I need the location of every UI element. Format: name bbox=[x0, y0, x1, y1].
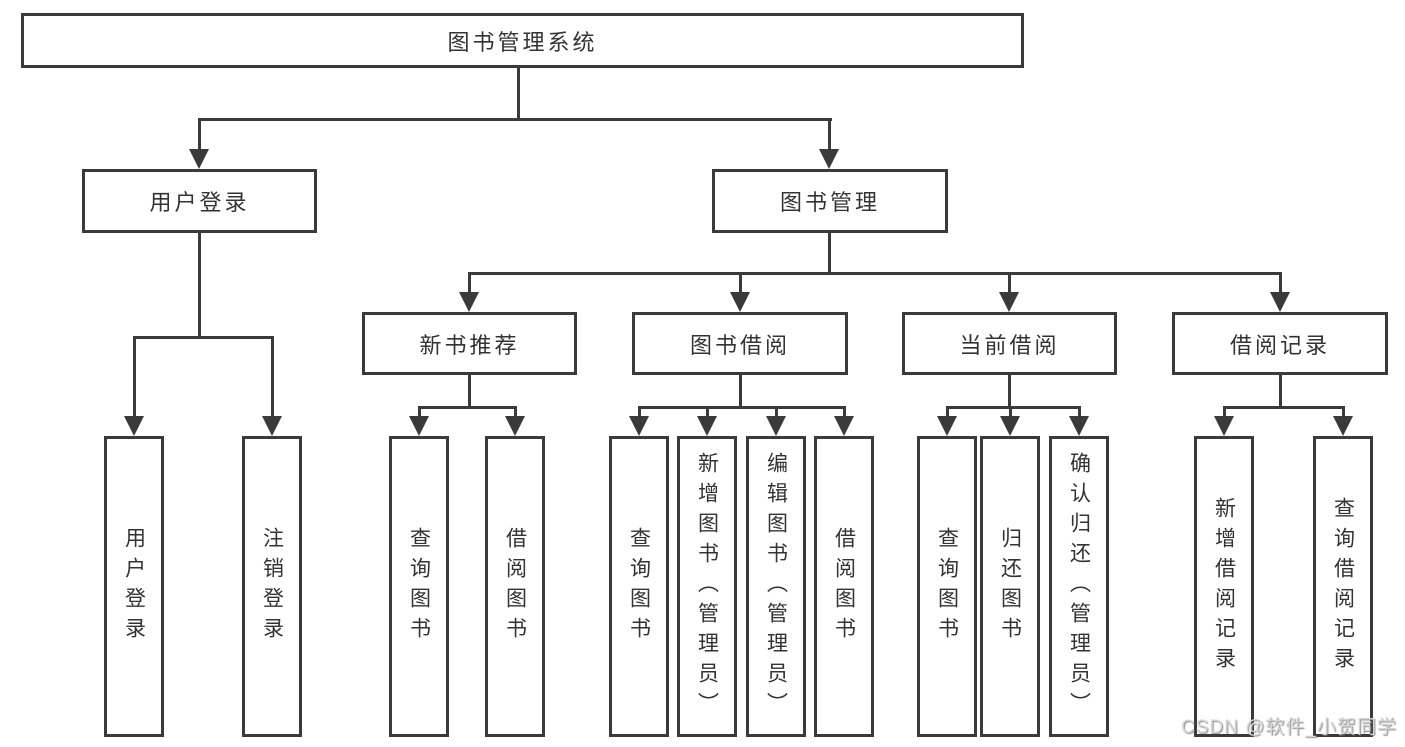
connector-line bbox=[1223, 409, 1226, 416]
leaf-borrowing-query-books: 查询图书 bbox=[609, 436, 669, 737]
arrowhead-icon bbox=[999, 292, 1019, 312]
connector-line bbox=[828, 121, 831, 149]
arrowhead-icon bbox=[262, 416, 282, 436]
connector-line bbox=[739, 275, 742, 292]
node-new-book-recommend: 新书推荐 bbox=[362, 312, 577, 375]
arrowhead-icon bbox=[834, 416, 854, 436]
connector-line bbox=[1223, 406, 1345, 409]
connector-line bbox=[1008, 275, 1011, 292]
connector-line bbox=[468, 272, 1282, 275]
leaf-current-query-books: 查询图书 bbox=[917, 436, 977, 737]
connector-line bbox=[775, 409, 778, 416]
leaf-confirm-return-admin: 确认归还（管理员） bbox=[1049, 436, 1109, 737]
arrowhead-icon bbox=[697, 416, 717, 436]
leaf-borrowing-borrow-books: 借阅图书 bbox=[814, 436, 874, 737]
leaf-add-borrow-record-label: 新增借阅记录 bbox=[1212, 496, 1236, 677]
connector-line bbox=[271, 339, 274, 416]
connector-line bbox=[468, 275, 471, 292]
connector-line bbox=[1008, 375, 1011, 406]
leaf-recommend-query-books: 查询图书 bbox=[389, 436, 449, 737]
connector-line bbox=[946, 406, 1081, 409]
connector-line bbox=[739, 375, 742, 406]
leaf-query-borrow-record: 查询借阅记录 bbox=[1313, 436, 1373, 737]
connector-line bbox=[468, 375, 471, 406]
leaf-borrowing-query-books-label: 查询图书 bbox=[627, 526, 651, 647]
arrowhead-icon bbox=[1000, 416, 1020, 436]
node-book-borrowing-label: 图书借阅 bbox=[689, 332, 790, 358]
leaf-logout: 注销登录 bbox=[242, 436, 302, 737]
arrowhead-icon bbox=[505, 416, 525, 436]
node-borrowing-records-label: 借阅记录 bbox=[1229, 332, 1330, 358]
leaf-add-books-admin: 新增图书（管理员） bbox=[677, 436, 737, 737]
leaf-return-books: 归还图书 bbox=[980, 436, 1040, 737]
leaf-borrowing-borrow-books-label: 借阅图书 bbox=[832, 526, 856, 647]
leaf-add-borrow-record: 新增借阅记录 bbox=[1194, 436, 1254, 737]
connector-line bbox=[1279, 275, 1282, 292]
arrowhead-icon bbox=[459, 292, 479, 312]
connector-line bbox=[198, 121, 201, 149]
arrowhead-icon bbox=[409, 416, 429, 436]
connector-line bbox=[843, 409, 846, 416]
connector-line bbox=[198, 118, 832, 121]
leaf-recommend-query-books-label: 查询图书 bbox=[407, 526, 431, 647]
node-root-label: 图书管理系统 bbox=[447, 29, 598, 55]
connector-line bbox=[1279, 375, 1282, 406]
leaf-edit-books-admin: 编辑图书（管理员） bbox=[746, 436, 806, 737]
node-book-management: 图书管理 bbox=[712, 169, 948, 233]
arrowhead-icon bbox=[1214, 416, 1234, 436]
connector-line bbox=[828, 233, 831, 272]
connector-line bbox=[1078, 409, 1081, 416]
node-user-login: 用户登录 bbox=[82, 169, 317, 233]
arrowhead-icon bbox=[629, 416, 649, 436]
leaf-return-books-label: 归还图书 bbox=[998, 526, 1022, 647]
leaf-query-borrow-record-label: 查询借阅记录 bbox=[1331, 496, 1355, 677]
leaf-user-login: 用户登录 bbox=[104, 436, 164, 737]
connector-line bbox=[517, 68, 520, 118]
leaf-confirm-return-admin-label: 确认归还（管理员） bbox=[1067, 451, 1091, 722]
node-root-library-system: 图书管理系统 bbox=[21, 13, 1024, 68]
connector-line bbox=[946, 409, 949, 416]
node-book-borrowing: 图书借阅 bbox=[632, 312, 848, 375]
node-borrowing-records: 借阅记录 bbox=[1172, 312, 1388, 375]
connector-line bbox=[418, 406, 517, 409]
leaf-edit-books-admin-label: 编辑图书（管理员） bbox=[764, 451, 788, 722]
arrowhead-icon bbox=[124, 416, 144, 436]
csdn-watermark: CSDN @软件_小贺同学 bbox=[1181, 717, 1397, 738]
connector-line bbox=[638, 409, 641, 416]
node-current-borrowing: 当前借阅 bbox=[902, 312, 1117, 375]
leaf-add-books-admin-label: 新增图书（管理员） bbox=[695, 451, 719, 722]
arrowhead-icon bbox=[730, 292, 750, 312]
leaf-current-query-books-label: 查询图书 bbox=[935, 526, 959, 647]
leaf-recommend-borrow-books: 借阅图书 bbox=[485, 436, 545, 737]
arrowhead-icon bbox=[766, 416, 786, 436]
arrowhead-icon bbox=[189, 149, 209, 169]
connector-line bbox=[198, 233, 201, 336]
leaf-logout-label: 注销登录 bbox=[260, 526, 284, 647]
node-book-management-label: 图书管理 bbox=[779, 190, 880, 215]
arrowhead-icon bbox=[1270, 292, 1290, 312]
connector-line bbox=[638, 406, 846, 409]
leaf-recommend-borrow-books-label: 借阅图书 bbox=[503, 526, 527, 647]
node-user-login-label: 用户登录 bbox=[149, 190, 250, 215]
connector-line bbox=[514, 409, 517, 416]
connector-line bbox=[418, 409, 421, 416]
arrowhead-icon bbox=[819, 149, 839, 169]
arrowhead-icon bbox=[937, 416, 957, 436]
connector-line bbox=[1342, 409, 1345, 416]
arrowhead-icon bbox=[1069, 416, 1089, 436]
arrowhead-icon bbox=[1333, 416, 1353, 436]
leaf-user-login-label: 用户登录 bbox=[122, 526, 146, 647]
connector-line bbox=[706, 409, 709, 416]
node-current-borrowing-label: 当前借阅 bbox=[959, 332, 1060, 358]
connector-line bbox=[133, 339, 136, 416]
connector-line bbox=[133, 336, 274, 339]
connector-line bbox=[1009, 409, 1012, 416]
node-new-book-recommend-label: 新书推荐 bbox=[419, 332, 520, 358]
